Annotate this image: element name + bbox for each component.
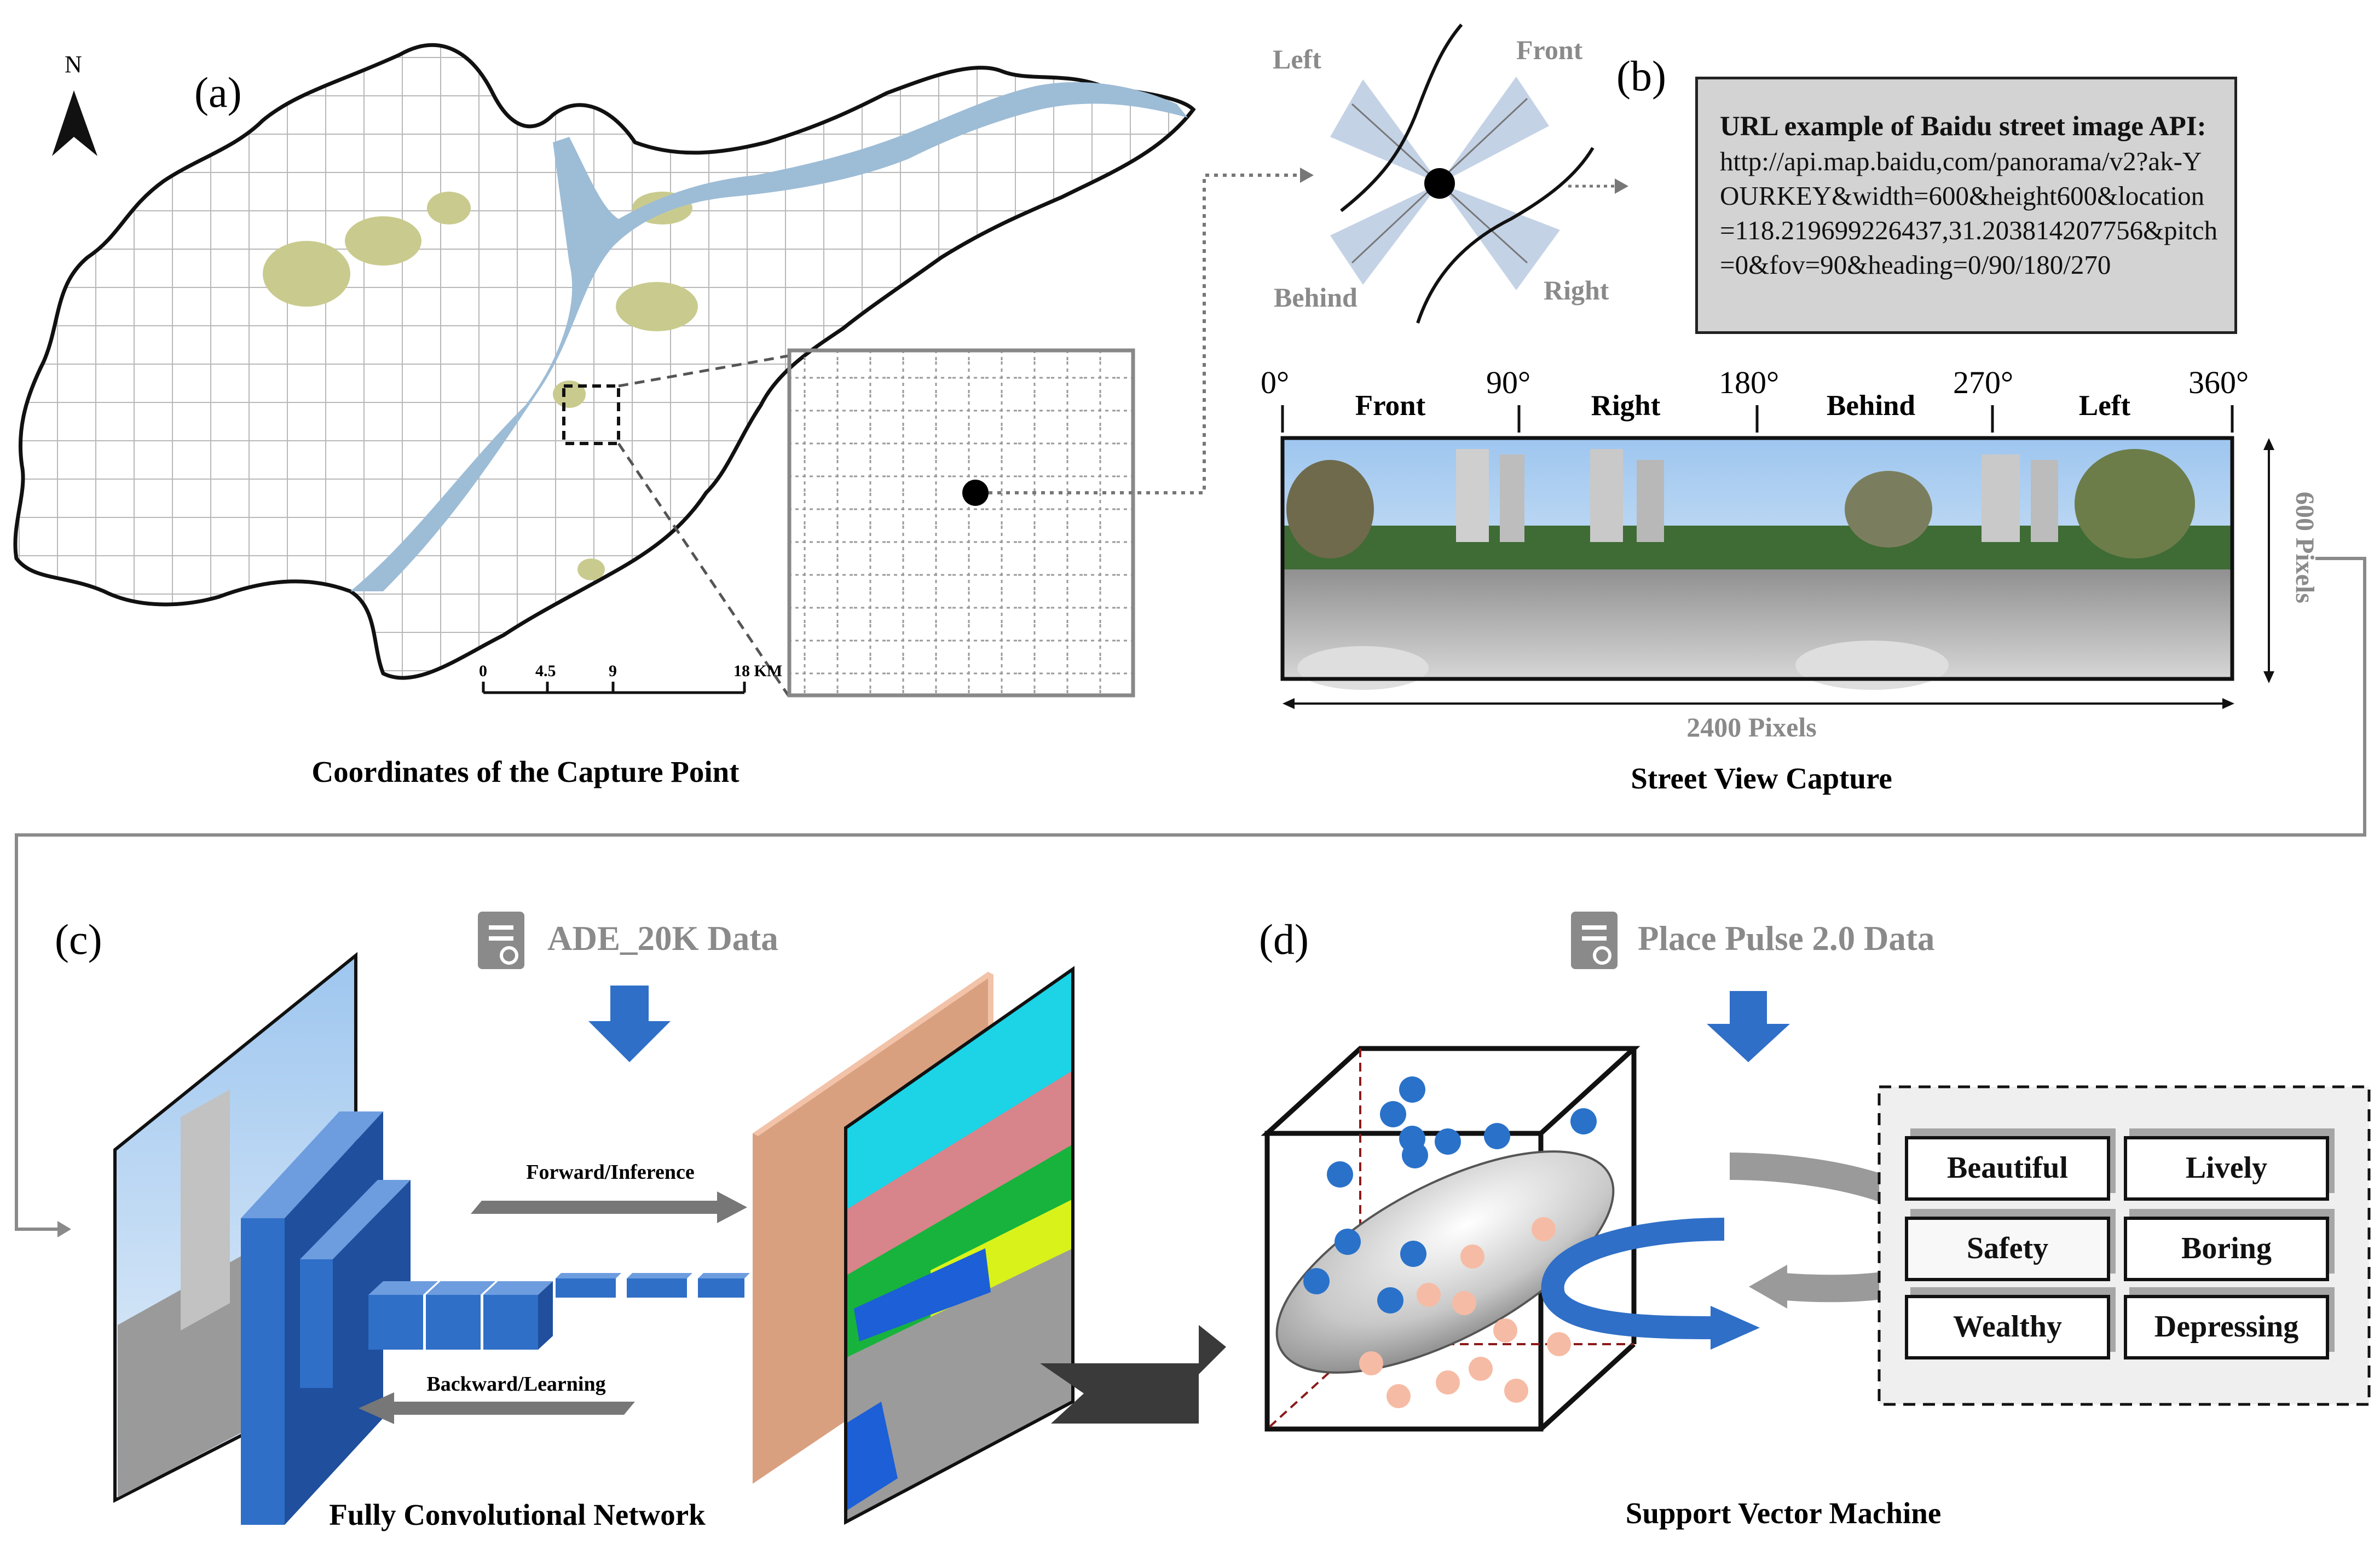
park-area — [263, 241, 350, 307]
park-area — [345, 216, 421, 266]
conv-layer — [368, 1281, 553, 1350]
scale-tick-label: 4.5 — [535, 662, 556, 680]
forward-label: Forward/Inference — [526, 1161, 694, 1184]
scale-tick-label: 9 — [609, 662, 617, 680]
street-view-panorama — [1280, 436, 2234, 690]
direction-left: Left — [1273, 44, 1321, 74]
north-label: N — [65, 51, 82, 78]
panel-c — [113, 912, 1226, 1525]
metric-boring: Boring — [2124, 1217, 2329, 1281]
capture-point — [1424, 168, 1455, 199]
inset-street-map — [787, 348, 1135, 698]
caption-b: Street View Capture — [1631, 762, 1892, 795]
panorama-ruler — [1281, 405, 2234, 433]
flow-connector — [15, 557, 2366, 1231]
data-source-c: ADE_20K Data — [547, 919, 778, 958]
transition-arrow — [1040, 1325, 1226, 1424]
segmentation-output — [844, 966, 1075, 1525]
park-area — [427, 192, 471, 224]
segment-label: Left — [2079, 390, 2131, 422]
api-url-text: http://api.map.baidu,com/panorama/v2?ak-… — [1720, 146, 2218, 280]
metric-wealthy: Wealthy — [1905, 1295, 2110, 1359]
api-url-title: URL example of Baidu street image API: — [1720, 111, 2206, 142]
data-points — [1303, 1076, 1597, 1408]
degree-label: 90° — [1486, 365, 1530, 400]
segment-label: Front — [1355, 390, 1426, 422]
down-arrow-icon — [1707, 991, 1790, 1062]
scale-tick-label: 18 KM — [733, 662, 782, 680]
backward-arrow — [359, 1392, 635, 1424]
segment-label: Right — [1591, 390, 1661, 422]
conv-layer-small — [556, 1273, 750, 1298]
caption-a: Coordinates of the Capture Point — [311, 755, 740, 788]
metric-beautiful: Beautiful — [1905, 1136, 2110, 1201]
svm-hyperplane — [1275, 1150, 1615, 1374]
road-edge — [1416, 147, 1595, 324]
degree-label: 180° — [1719, 365, 1779, 400]
segment-label: Behind — [1827, 390, 1915, 422]
river — [350, 82, 1188, 591]
direction-right: Right — [1544, 275, 1609, 306]
degree-label: 360° — [2188, 365, 2249, 400]
data-source-d: Place Pulse 2.0 Data — [1638, 919, 1934, 958]
degree-label: 270° — [1953, 365, 2013, 400]
document-search-icon — [1571, 912, 1618, 969]
north-arrow-icon — [52, 90, 97, 156]
park-area — [616, 282, 698, 331]
caption-d: Support Vector Machine — [1626, 1496, 1942, 1530]
document-search-icon — [478, 912, 524, 969]
view-cones — [1330, 77, 1560, 290]
road-edge — [1340, 24, 1463, 212]
api-url-box: URL example of Baidu street image API: h… — [1695, 77, 2237, 334]
panel-label-b: (b) — [1616, 52, 1666, 100]
metric-safety: Safety — [1905, 1217, 2110, 1281]
height-dimension — [2263, 438, 2274, 683]
backward-label: Backward/Learning — [426, 1373, 605, 1396]
park-area — [553, 381, 586, 408]
degree-label: 0° — [1261, 365, 1289, 400]
conv-layer — [300, 1180, 411, 1388]
park-area — [577, 558, 605, 580]
direction-behind: Behind — [1274, 282, 1357, 313]
panel-a — [13, 43, 1314, 698]
caption-c: Fully Convolutional Network — [329, 1498, 706, 1531]
city-boundary-map — [13, 43, 1196, 680]
height-label: 600 Pixels — [2290, 492, 2319, 603]
down-arrow-icon — [588, 986, 671, 1062]
metric-lively: Lively — [2124, 1136, 2329, 1201]
metric-depressing: Depressing — [2124, 1295, 2329, 1359]
width-label: 2400 Pixels — [1686, 712, 1816, 742]
text-layer: (a) N 0 4.5 9 18 KM Coordinates of the C… — [55, 34, 2319, 1531]
panel-label-a: (a) — [194, 68, 242, 116]
panel-b — [15, 24, 2366, 1237]
panel-label-d: (d) — [1259, 915, 1309, 963]
scale-tick-label: 0 — [479, 662, 487, 680]
capture-point — [962, 480, 989, 506]
width-dimension — [1283, 698, 2234, 709]
panel-label-c: (c) — [55, 915, 102, 963]
direction-front: Front — [1516, 34, 1583, 65]
forward-arrow — [471, 1191, 747, 1223]
scale-bar — [482, 682, 746, 694]
